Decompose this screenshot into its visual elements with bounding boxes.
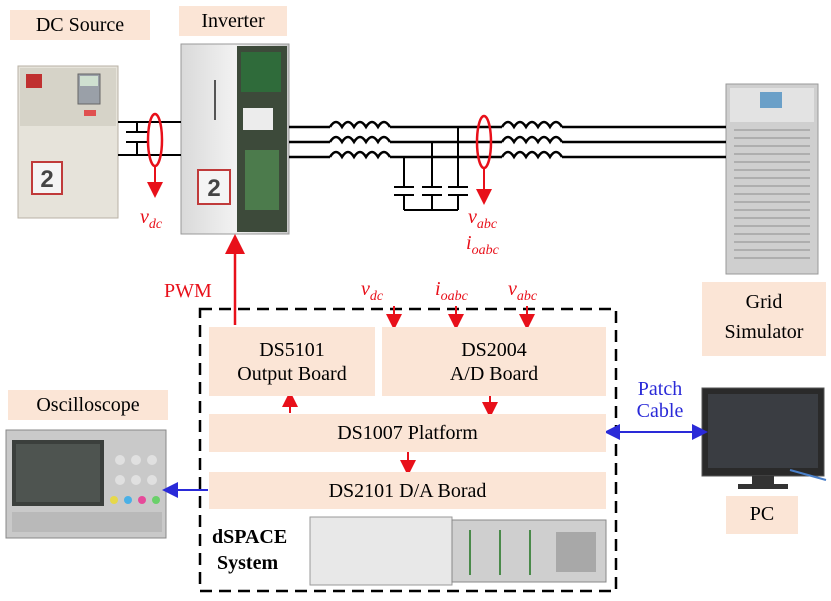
ds5101-subtitle: Output Board xyxy=(237,362,347,385)
patch-cable-line2: Cable xyxy=(636,400,684,422)
pwm-label: PWM xyxy=(164,280,212,302)
vabc-input-label: vabc xyxy=(508,278,538,304)
inverter-device: 2 xyxy=(180,43,290,235)
ds1007-platform: DS1007 Platform xyxy=(209,414,606,452)
filter-capacitors xyxy=(394,127,468,211)
ds5101-output-board: DS5101 Output Board xyxy=(209,327,375,396)
ds5101-title: DS5101 xyxy=(259,338,325,361)
grid-simulator-label: Grid Simulator xyxy=(702,282,826,356)
oscilloscope-device xyxy=(5,429,167,539)
ds2004-ad-board: DS2004 A/D Board xyxy=(382,327,606,396)
patch-cable-label: Patch Cable xyxy=(624,378,696,422)
ioabc-input-label: ioabc xyxy=(435,278,468,304)
ds2004-subtitle: A/D Board xyxy=(449,362,539,385)
ds2004-title: DS2004 xyxy=(461,338,527,361)
ioabc-main-label: ioabc xyxy=(466,232,499,258)
dspace-system-label-line2: System xyxy=(217,552,279,574)
svg-text:2: 2 xyxy=(40,166,53,193)
inverter-label: Inverter xyxy=(179,6,287,36)
oscilloscope-label: Oscilloscope xyxy=(8,390,168,420)
dspace-hardware-device xyxy=(309,516,607,586)
dspace-system-boundary xyxy=(198,307,618,593)
pc-device xyxy=(701,387,827,489)
patch-cable-line1: Patch xyxy=(637,378,683,400)
ds2101-da-board: DS2101 D/A Borad xyxy=(209,472,606,509)
grid-simulator-label-line1: Grid xyxy=(745,291,783,313)
dc-source-device: 2 xyxy=(17,65,119,219)
vdc-main-label: vdc xyxy=(140,206,163,232)
vdc-input-label: vdc xyxy=(361,278,384,304)
pc-label: PC xyxy=(726,496,798,534)
grid-simulator-label-line2: Simulator xyxy=(724,321,804,343)
svg-text:2: 2 xyxy=(207,175,220,202)
vabc-main-label: vabc xyxy=(468,206,498,232)
dspace-system-label-line1: dSPACE xyxy=(212,526,288,548)
ac-three-phase-wires xyxy=(289,120,726,160)
grid-simulator-device xyxy=(725,83,819,275)
dc-source-label: DC Source xyxy=(10,10,150,40)
